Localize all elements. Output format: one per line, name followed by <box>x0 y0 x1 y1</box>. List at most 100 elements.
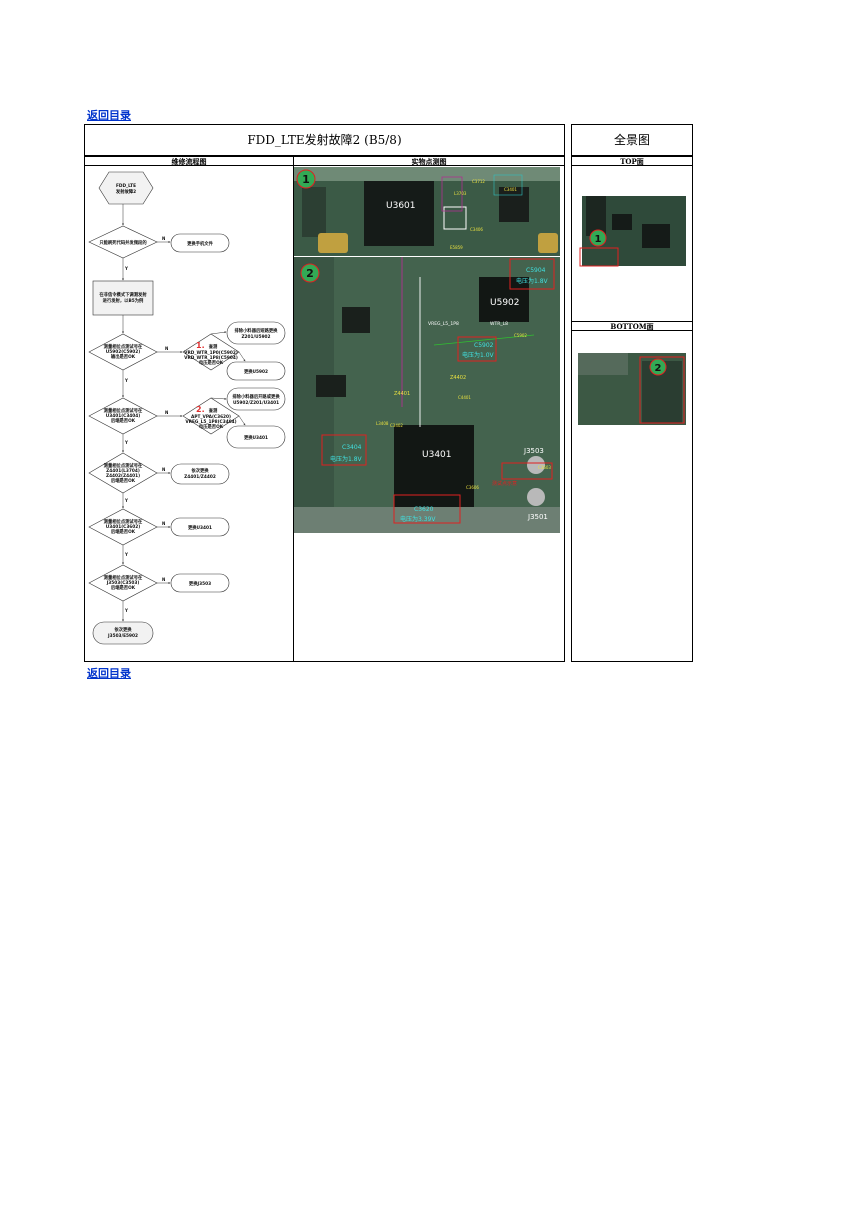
photo-marker-1: 1 <box>302 173 310 186</box>
page-title: FDD_LTE发射故障2 (B5/8) <box>84 124 565 156</box>
comp-label-e5859: E5859 <box>450 245 463 250</box>
result-3a-text-2: U5902/Z201/U3401 <box>233 400 279 406</box>
comp-label-c4401: C4401 <box>458 395 471 400</box>
end-text-1: 依次更换 <box>114 626 132 633</box>
decision-2b-text-3: 电压是否OK <box>199 359 224 366</box>
yes-label: Y <box>124 440 128 445</box>
no-label: N <box>162 467 165 472</box>
yes-label: Y <box>124 378 128 383</box>
decision-4-text-2: Z4401(L3704) <box>106 468 140 474</box>
result-3b-text: 更换U3401 <box>244 434 268 441</box>
chip-label-j3503: J3503 <box>523 447 544 455</box>
result-4-text-2: Z4401/Z4402 <box>184 474 216 480</box>
result-3a-text-1: 排除小料器后开路或更换 <box>232 393 280 400</box>
comp-label-l3703: L3703 <box>454 191 467 196</box>
result-2a-text-1: 排除小料器后短路更换 <box>235 327 279 334</box>
end-text-2: J3503/E5902 <box>107 633 138 639</box>
step-2-number: 2. <box>196 405 205 414</box>
flowchart-panel: Y N Y N Y N Y N Y N Y N FDD_LTE 发射故障2 只能… <box>84 165 294 662</box>
pcb-photo-2: 2 U5902 U3401 J3503 J3501 Z4401 Z4402 C4… <box>294 257 560 533</box>
yes-label: Y <box>124 266 128 271</box>
yes-label: Y <box>124 498 128 503</box>
decision-5-text-3: 后端是否OK <box>111 528 136 535</box>
flow-end-node <box>92 621 154 645</box>
decision-2-text-3: 输出是否OK <box>111 353 136 360</box>
bottom-view-panel: 2 <box>571 330 693 662</box>
decision-4-text-3: Z4402(Z4401) <box>106 473 140 479</box>
process-text-2: 进行发射，以B5为例 <box>103 297 144 304</box>
flow-process-1 <box>92 280 154 316</box>
callout-c3404-ref: C3404 <box>342 444 362 451</box>
top-view-panel: 1 <box>571 165 693 322</box>
result-2a-text-2: Z201/U5902 <box>241 334 270 340</box>
repair-flowchart: Y N Y N Y N Y N Y N Y N FDD_LTE 发射故障2 只能… <box>88 171 286 645</box>
overview-title: 全景图 <box>571 124 693 156</box>
track-label-wtr: WTR_L8 <box>490 321 508 327</box>
decision-5-text-2: U3401(C3602) <box>106 524 141 530</box>
overview-marker-1: 1 <box>595 234 602 245</box>
decision-3b-title: 查测 <box>208 407 218 414</box>
no-label: N <box>162 577 165 582</box>
decision-3b-text-3: 电压是否OK <box>199 423 224 430</box>
result-5-text: 更换U3401 <box>188 524 212 531</box>
chip-label-u3401: U3401 <box>422 450 452 460</box>
decision-6-text-3: 后端是否OK <box>111 584 136 591</box>
result-4-text-1: 依次更换 <box>191 467 209 474</box>
decision-6-text-1: 测量相位点测试号在 <box>104 574 143 581</box>
decision-2b-text-1: VRD_WTR_1P0(C5902) <box>184 350 238 356</box>
yes-label: Y <box>124 608 128 613</box>
photo-panel: 1 U3601 C3712 L3703 C3406 C3401 E5859 <box>293 165 565 662</box>
decision-2b-text-2: VRD_WTR_1P8(C5904) <box>184 355 238 361</box>
flow-result-2a <box>226 321 286 345</box>
decision-4-text-1: 测量相位点测试号在 <box>104 462 143 469</box>
flow-result-5 <box>170 517 230 537</box>
chip-label-j3501: J3501 <box>527 513 548 521</box>
pcb-photo-1-drawing: 1 U3601 C3712 L3703 C3406 C3401 E5859 <box>294 167 560 256</box>
no-label: N <box>162 521 165 526</box>
comp-label-c3603: C3603 <box>538 465 551 470</box>
decision-3-text-1: 测量相位点测试号在 <box>104 407 143 414</box>
result-1-text: 更换手机文件 <box>187 240 213 247</box>
callout-c5904-ref: C5904 <box>526 267 546 274</box>
overview-marker-2: 2 <box>655 363 662 374</box>
comp-label-c3401: C3401 <box>504 187 517 192</box>
flow-result-4 <box>170 463 230 485</box>
decision-1-text: 只能刷死代码并发频段的 <box>99 239 147 246</box>
flow-start-node <box>98 171 154 205</box>
callout-c3620-text: 电压为3.39V <box>400 515 436 523</box>
decision-3b-text-2: VREG_L5_1P8(C3404) <box>185 419 236 425</box>
chip-label-u3601: U3601 <box>386 201 416 211</box>
decision-2-text-2: U5902(C5902) <box>106 349 141 355</box>
decision-5-text-1: 测量相位点测试号在 <box>104 518 143 525</box>
step-1-number: 1. <box>196 341 205 350</box>
track-label-vreg: VREG_L5_1P8 <box>428 321 459 327</box>
result-2b-text: 更换U5902 <box>244 368 268 375</box>
comp-label-z4402: Z4402 <box>450 375 466 381</box>
comp-label-c3406: C3406 <box>470 227 483 232</box>
pcb-photo-2-drawing: 2 U5902 U3401 J3503 J3501 Z4401 Z4402 C4… <box>294 257 560 533</box>
callout-c3404-text: 电压为1.8V <box>330 455 363 463</box>
measure-point-label: 测试点示意 <box>492 480 517 487</box>
decision-2-text-1: 测量相位点测试号在 <box>104 343 143 350</box>
decision-3b-text-1: APT_VPA(C3620) <box>191 414 231 420</box>
flow-result-3a <box>226 387 286 411</box>
pcb-photo-1: 1 U3601 C3712 L3703 C3406 C3401 E5859 <box>294 167 560 256</box>
yes-label: Y <box>124 552 128 557</box>
flow-result-2b <box>226 361 286 381</box>
process-text-1: 在非信令模式下调测发射 <box>99 291 147 298</box>
callout-c5902-text: 电压为1.0V <box>462 351 495 359</box>
bottom-view-board: 2 <box>578 353 686 425</box>
decision-6-text-2: J3503(C3503) <box>106 580 140 586</box>
comp-label-c3606: C3606 <box>466 485 479 490</box>
callout-c3620-ref: C3620 <box>414 506 434 513</box>
flow-result-6 <box>170 573 230 593</box>
comp-label-z4401: Z4401 <box>394 391 410 397</box>
no-label: N <box>165 346 168 351</box>
back-to-contents-link-top[interactable]: 返回目录 <box>87 109 131 122</box>
callout-c5904-text: 电压为1.8V <box>516 277 549 285</box>
comp-label-l3408: L3408 <box>376 421 389 426</box>
photo-marker-2: 2 <box>306 267 314 280</box>
start-text-2: 发射故障2 <box>116 188 136 195</box>
back-to-contents-link-bottom[interactable]: 返回目录 <box>87 667 131 680</box>
comp-label-c3712: C3712 <box>472 179 485 184</box>
